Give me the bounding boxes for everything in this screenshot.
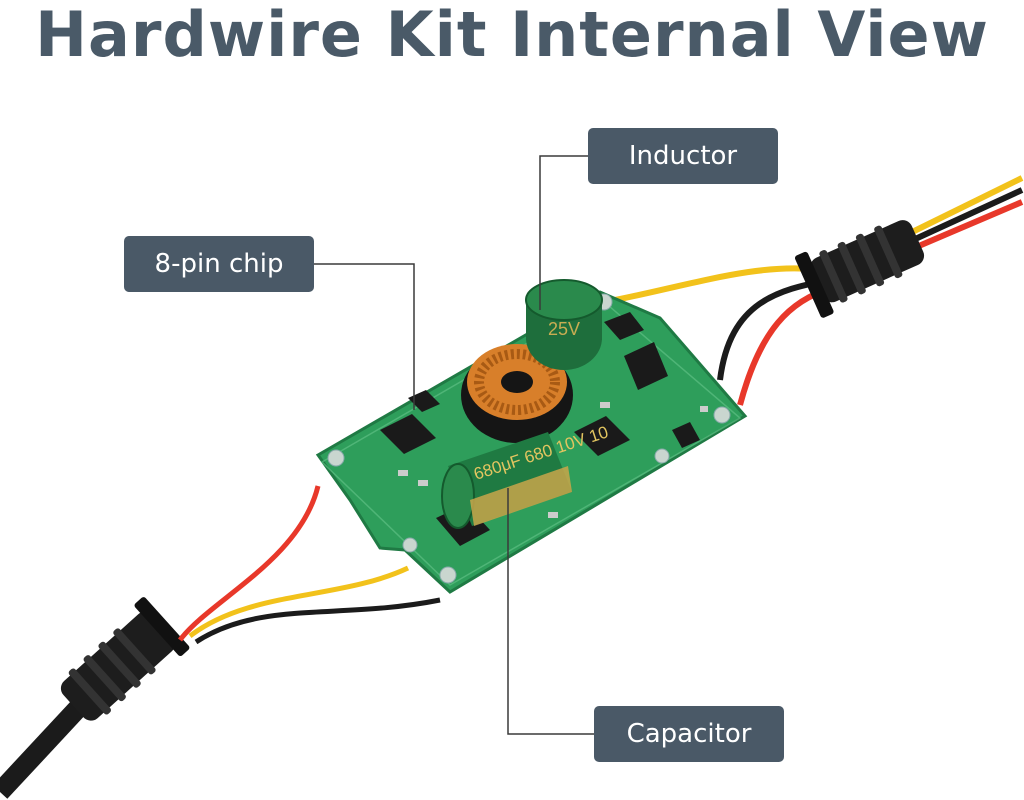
capacitor-leader-line [507, 488, 594, 735]
page-title: Hardwire Kit Internal View [35, 0, 989, 71]
chip-leader-line [314, 263, 415, 410]
8-pin-chip [380, 414, 436, 454]
small-capacitor: 25V [525, 279, 603, 370]
right-strain-relief [795, 220, 925, 318]
capacitor-callout: Capacitor [594, 706, 784, 762]
inductor-leader-line [539, 155, 588, 310]
left-strain-relief [60, 597, 190, 721]
right-cable [614, 175, 1024, 406]
leader-lines [314, 155, 594, 735]
chip-callout: 8-pin chip [124, 236, 314, 292]
small-cap-label: 25V [548, 319, 580, 339]
inductor-callout: Inductor [588, 128, 778, 184]
left-cable [0, 485, 441, 799]
